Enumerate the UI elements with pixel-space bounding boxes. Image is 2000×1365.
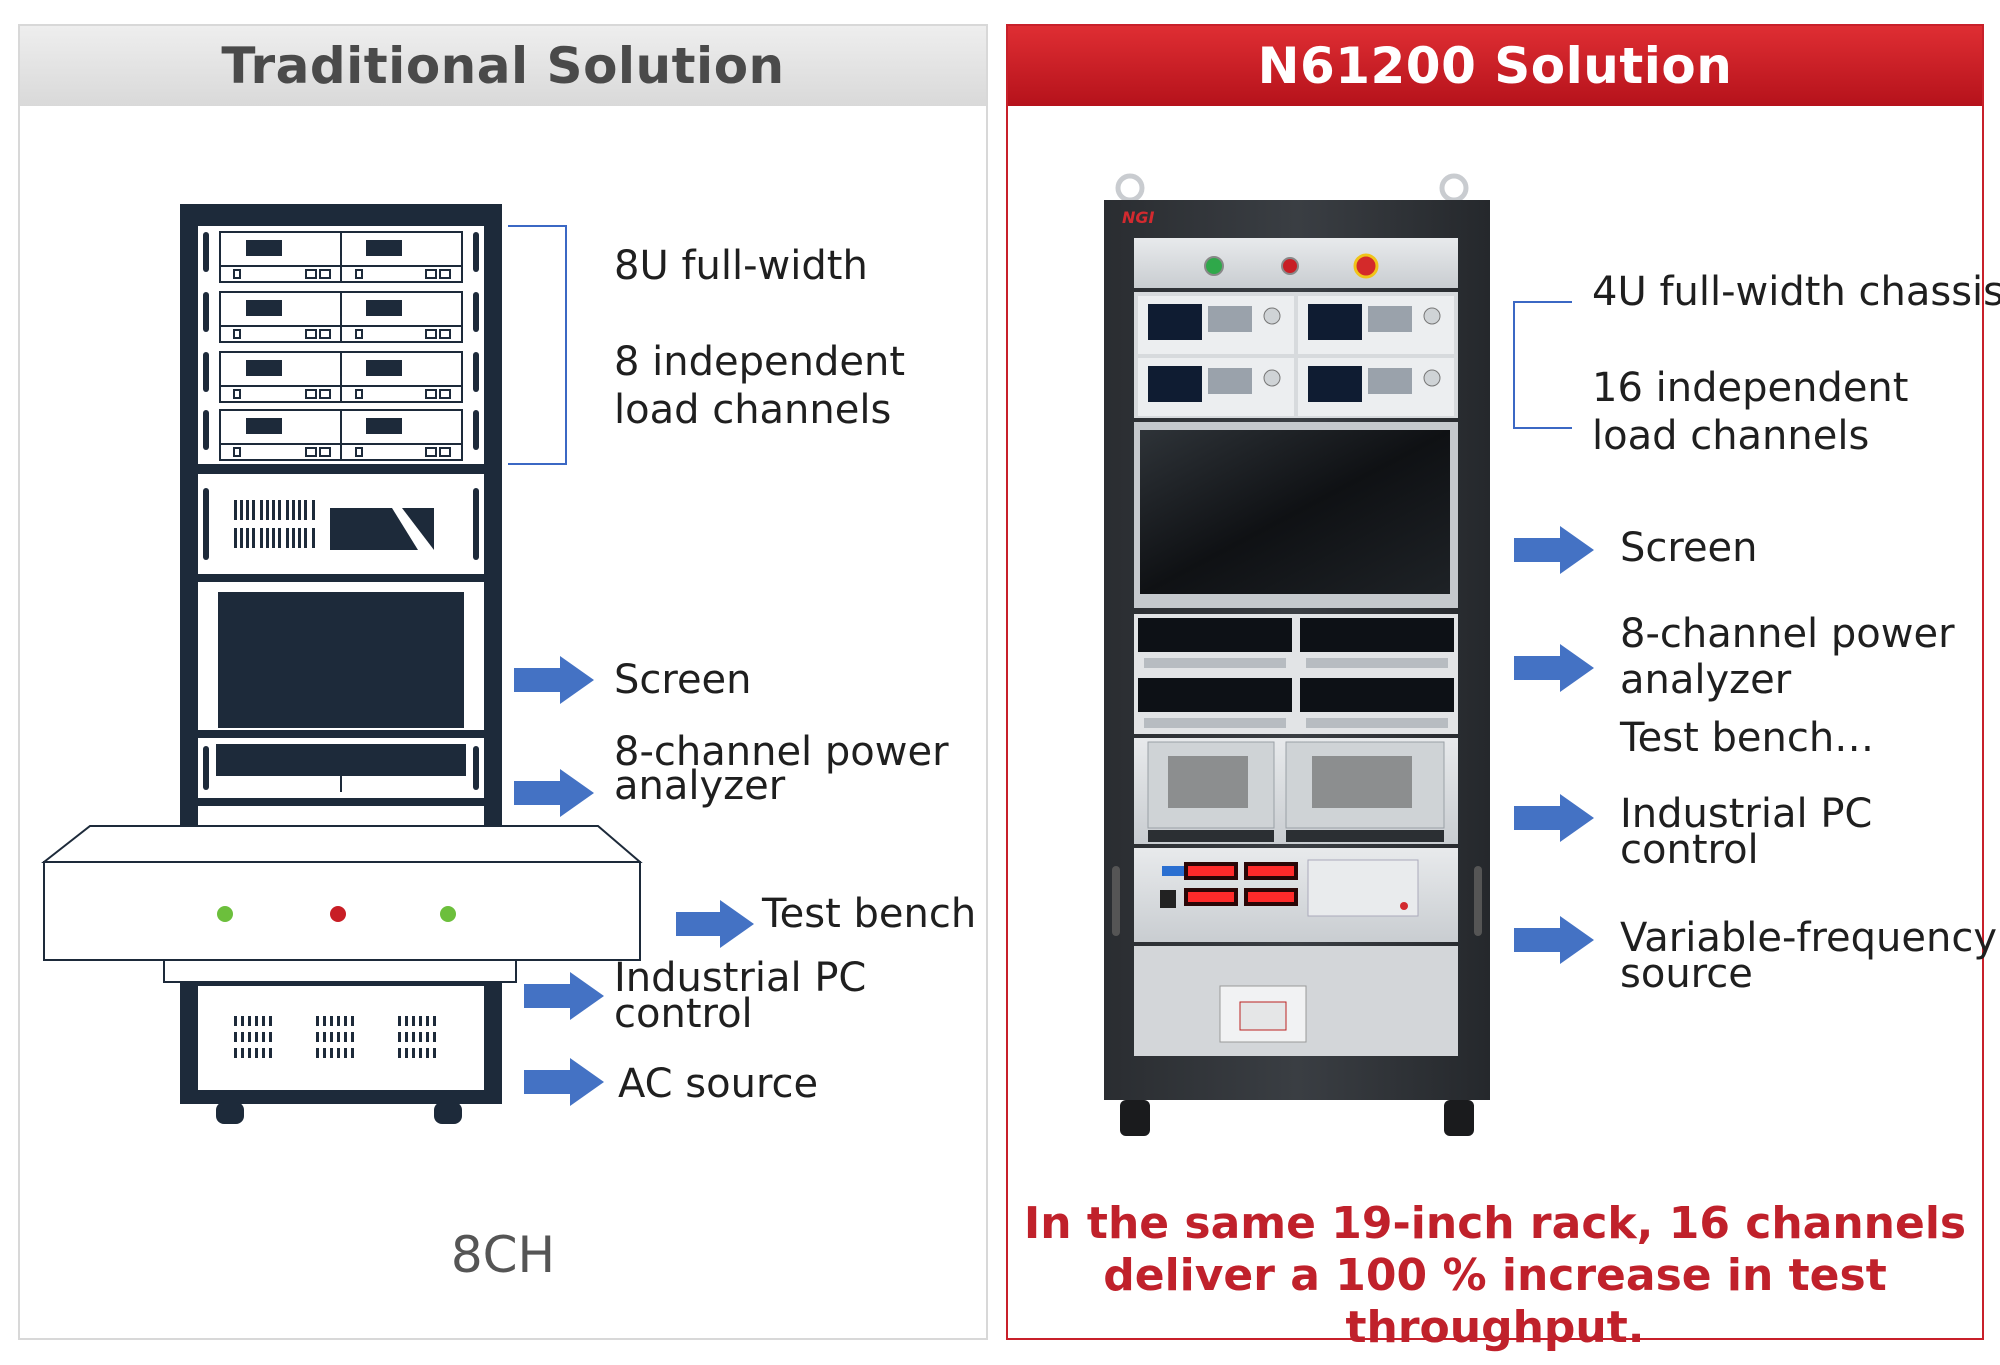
label-8-independent: 8 independent: [614, 339, 906, 385]
label-power-analyzer-1: 8-channel power: [1620, 611, 1955, 657]
label-power-analyzer-2: analyzer: [614, 763, 786, 809]
test-bench: [41, 825, 643, 983]
slim-unit: [198, 738, 484, 798]
green-button-icon: [1204, 256, 1224, 276]
right-arrow-icon: [514, 769, 594, 817]
label-industrial-pc-1: Industrial PC: [1620, 791, 1873, 837]
emergency-stop-icon: [1353, 253, 1379, 279]
cabinet-wheel-right: [1444, 1100, 1474, 1136]
load-modules-bracket: [508, 225, 567, 465]
cabinet-wheel-left: [1120, 1100, 1150, 1136]
label-load-channels: load channels: [1592, 413, 1870, 459]
label-screen: Screen: [614, 657, 752, 703]
right-arrow-icon: [676, 900, 754, 948]
right-arrow-icon: [524, 972, 604, 1020]
n61200-solution-title: N61200 Solution: [1008, 26, 1982, 106]
label-test-bench: Test bench…: [1620, 715, 1875, 761]
label-variable-frequency: Variable-frequency: [1620, 915, 1998, 961]
red-button-icon: [1281, 257, 1299, 275]
label-16-independent: 16 independent: [1592, 365, 1909, 411]
electronic-load-modules: [1134, 292, 1458, 418]
right-arrow-icon: [514, 656, 594, 704]
label-8u-full-width: 8U full-width: [614, 243, 868, 289]
throughput-note-line-1: In the same 19-inch rack, 16 channels: [1023, 1198, 1967, 1249]
rack-wheel-right: [434, 1102, 462, 1124]
rack-wheel-left: [216, 1102, 244, 1124]
right-arrow-icon: [1514, 794, 1594, 842]
n61200-cabinet-illustration: NGI: [1104, 173, 1594, 1136]
throughput-note: In the same 19-inch rack, 16 channels de…: [1008, 1198, 1982, 1354]
power-analyzer-unit: [198, 474, 484, 574]
traditional-solution-title: Traditional Solution: [20, 26, 986, 106]
n61200-solution-panel: N61200 Solution NGI: [1006, 24, 2000, 1353]
label-source: source: [1620, 951, 1753, 997]
right-arrow-icon: [1514, 526, 1594, 574]
throughput-note-line-2: deliver a 100 % increase in test through…: [1103, 1250, 1887, 1353]
power-analyzer-modules: [1134, 614, 1458, 734]
label-load-channels: load channels: [614, 387, 892, 433]
label-test-bench: Test bench: [762, 891, 977, 937]
channel-count-caption: 8CH: [450, 1226, 556, 1284]
ac-source-unit: [198, 986, 484, 1090]
screen-unit: [198, 582, 484, 730]
traditional-solution-panel: Traditional Solution: [18, 24, 988, 1340]
vf-source-unit: [1134, 848, 1458, 942]
industrial-pc-unit: [1134, 738, 1458, 844]
label-4u-chassis: 4U full-width chassis: [1592, 269, 2000, 315]
right-arrow-icon: [1514, 644, 1594, 692]
right-arrow-icon: [1514, 916, 1594, 964]
right-arrow-icon: [524, 1058, 604, 1106]
label-screen: Screen: [1620, 525, 1758, 571]
green-button-icon: [440, 906, 456, 922]
label-power-analyzer-1: 8-channel power: [614, 729, 949, 775]
monitor-screen: [1140, 430, 1450, 594]
green-button-icon: [217, 906, 233, 922]
label-industrial-pc-2: control: [614, 991, 753, 1037]
traditional-rack-illustration: [41, 204, 754, 1124]
red-button-icon: [330, 906, 346, 922]
label-power-analyzer-2: analyzer: [1620, 657, 1792, 703]
load-modules: [198, 226, 484, 464]
brand-logo: NGI: [1122, 208, 1155, 227]
label-industrial-pc-1: Industrial PC: [614, 955, 867, 1001]
label-industrial-pc-2: control: [1620, 827, 1759, 873]
load-modules-bracket: [1513, 301, 1572, 429]
label-ac-source: AC source: [618, 1061, 819, 1107]
